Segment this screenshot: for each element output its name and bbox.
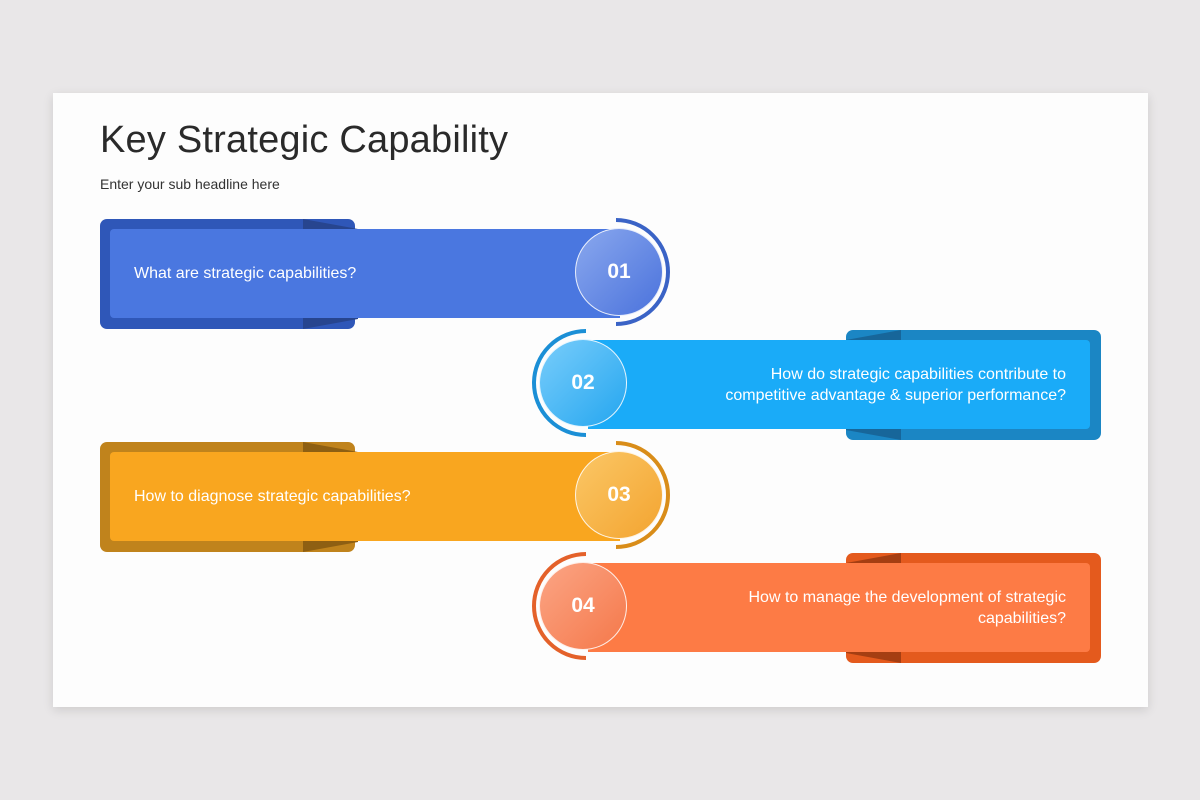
slide-title: Key Strategic Capability xyxy=(100,119,509,161)
number-badge: 02 xyxy=(529,328,643,442)
number-badge: 01 xyxy=(559,217,673,331)
arc-ring-icon xyxy=(615,441,670,549)
arc-ring-icon xyxy=(615,218,670,326)
item-front-panel: How to manage the development of strateg… xyxy=(588,563,1090,652)
number-circle: 01 xyxy=(575,228,663,316)
number-circle: 02 xyxy=(539,339,627,427)
slide: Key Strategic Capability Enter your sub … xyxy=(53,93,1148,707)
item-text: How do strategic capabilities contribute… xyxy=(725,365,1066,404)
item-text: What are strategic capabilities? xyxy=(134,265,357,282)
step-item-04: How to manage the development of strateg… xyxy=(53,551,1148,665)
number-circle: 04 xyxy=(539,562,627,650)
number-circle: 03 xyxy=(575,451,663,539)
arc-ring-icon xyxy=(532,552,587,660)
number-badge: 03 xyxy=(559,440,673,554)
step-item-03: How to diagnose strategic capabilities? … xyxy=(53,440,1148,554)
number-badge: 04 xyxy=(529,551,643,665)
item-front-panel: How do strategic capabilities contribute… xyxy=(588,340,1090,429)
item-text: How to manage the development of strateg… xyxy=(748,588,1066,627)
item-front-panel: How to diagnose strategic capabilities? xyxy=(110,452,620,541)
step-item-01: What are strategic capabilities? 01 xyxy=(53,217,1148,331)
arc-ring-icon xyxy=(532,329,587,437)
item-text: How to diagnose strategic capabilities? xyxy=(134,488,411,505)
step-item-02: How do strategic capabilities contribute… xyxy=(53,328,1148,442)
slide-subtitle: Enter your sub headline here xyxy=(100,176,280,192)
item-front-panel: What are strategic capabilities? xyxy=(110,229,620,318)
